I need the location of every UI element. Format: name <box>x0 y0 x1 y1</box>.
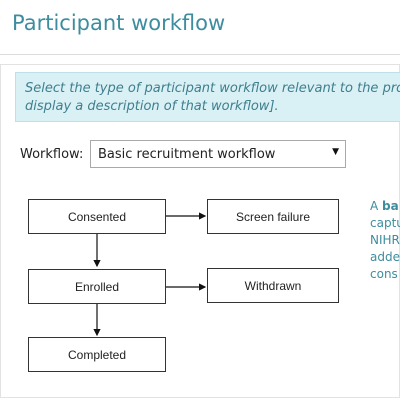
description-bold: ba <box>382 199 399 213</box>
flow-node-withdrawn: Withdrawn <box>207 268 339 303</box>
page-header: Participant workflow <box>0 0 400 55</box>
flow-node-enrolled: Enrolled <box>28 269 166 304</box>
workflow-select[interactable]: Basic recruitment workflow ▼ <box>90 140 346 168</box>
flow-node-screen-failure: Screen failure <box>207 199 339 234</box>
flow-node-completed: Completed <box>28 337 166 372</box>
info-text-line-2: display a description of that workflow]. <box>25 99 279 114</box>
info-text-line-1: Select the type of participant workflow … <box>25 81 400 96</box>
description-line-5: cons <box>370 267 398 281</box>
flow-node-consented: Consented <box>28 199 166 234</box>
description-line-2: captu <box>370 216 400 230</box>
description-line-1: A ba <box>370 198 400 215</box>
chevron-down-icon: ▼ <box>332 147 339 157</box>
page-title: Participant workflow <box>12 11 226 35</box>
workflow-select-value: Basic recruitment workflow <box>98 147 276 162</box>
description-line-4: adde <box>370 250 400 264</box>
info-box: Select the type of participant workflow … <box>15 72 400 122</box>
workflow-label: Workflow: <box>20 147 84 162</box>
description-line-3: NIHR <box>370 233 400 247</box>
workflow-description: A ba captu NIHR adde cons <box>370 198 400 283</box>
description-prefix: A <box>370 199 383 213</box>
